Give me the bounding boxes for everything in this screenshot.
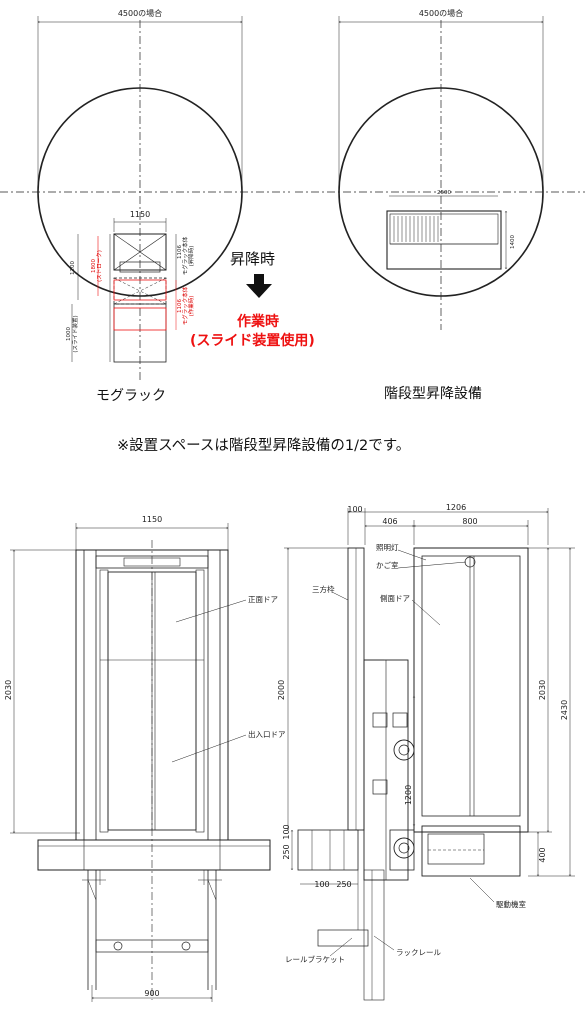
- lighting-label: 照明灯: [376, 542, 399, 552]
- side-dim-406: 406: [382, 517, 397, 526]
- side-height-2430: 2430: [560, 700, 569, 720]
- drive-room-label: 駆動機室: [496, 899, 526, 909]
- side-dim-100-horizontal: 100: [314, 880, 329, 889]
- mograck-frame-bottom-note: モグラック本体: [181, 286, 189, 325]
- side-dim-250-vertical: 250: [282, 844, 291, 859]
- cage-label: かご室: [376, 560, 399, 570]
- right-circle-dimension-label: 4500の場合: [419, 8, 463, 18]
- side-height-2030: 2030: [538, 680, 547, 700]
- side-dim-1206: 1206: [446, 503, 466, 512]
- mograck-plan-view: [0, 16, 290, 380]
- mograck-frame-top-note2: (昇降時): [187, 246, 195, 267]
- side-height-400: 400: [538, 847, 547, 862]
- side-dim-250-horizontal: 250: [336, 880, 351, 889]
- mograck-frame-bottom-note2: (作業時): [187, 296, 195, 317]
- front-door-label: 正面ドア: [248, 595, 278, 604]
- work-label: 作業時: [237, 313, 279, 330]
- mograck-frame-top-dimension: 1106: [177, 245, 183, 259]
- front-elevation: [10, 523, 271, 1002]
- side-dim-100-vertical: 100: [282, 824, 291, 839]
- mograck-stroke-dimension: 1800: [91, 259, 97, 273]
- side-elevation: [284, 508, 575, 1001]
- mograck-height-dimension: 1200: [70, 261, 76, 275]
- frame-label: 三方枠: [312, 584, 335, 594]
- mograck-slide-note: (スライド装置): [71, 315, 79, 352]
- side-dim-800: 800: [462, 517, 477, 526]
- stair-plan-view: [295, 16, 585, 330]
- front-width-dimension: 1150: [142, 515, 162, 524]
- side-dim-100: 100: [347, 505, 362, 514]
- front-height-dimension: 2030: [4, 680, 13, 700]
- mograck-caption: モグラック: [96, 388, 166, 404]
- left-circle-dimension-label: 4500の場合: [118, 8, 162, 18]
- mograck-frame-top-note: モグラック本体: [181, 236, 189, 275]
- front-base-dimension: 900: [144, 989, 159, 998]
- mograck-stroke-note: (ストローク): [96, 250, 103, 282]
- rail-bracket-label: レールブラケット: [285, 954, 345, 964]
- space-note: ※設置スペースは階段型昇降設備の1/2です。: [117, 437, 410, 454]
- mograck-slide-dimension: 1000: [66, 327, 72, 341]
- mograck-width-dimension: 1150: [130, 210, 150, 219]
- stair-width-dimension: 2500: [437, 190, 451, 196]
- work-sub-label: (スライド装置使用): [190, 332, 315, 349]
- side-height-1200: 1200: [404, 785, 413, 805]
- stair-caption: 階段型昇降設備: [384, 386, 482, 402]
- down-arrow-icon: [246, 274, 272, 298]
- mograck-frame-bottom-dimension: 1106: [177, 299, 183, 313]
- side-height-2000: 2000: [277, 680, 286, 700]
- side-door-label: 側面ドア: [380, 593, 410, 603]
- stair-height-dimension: 1400: [510, 235, 516, 249]
- rack-rail-label: ラックレール: [396, 948, 441, 957]
- lift-label: 昇降時: [230, 250, 275, 268]
- entry-door-label: 出入口ドア: [248, 729, 286, 739]
